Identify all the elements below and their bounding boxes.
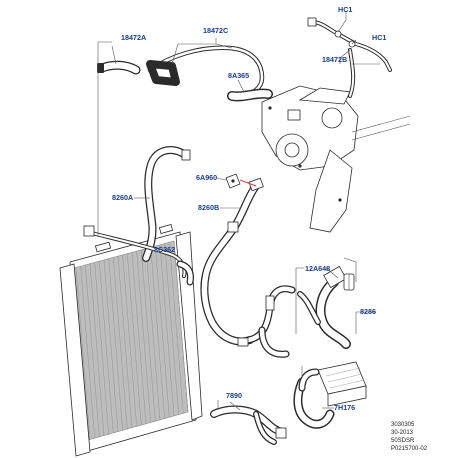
clip-6a960 [225,173,241,189]
hose-network-right [237,285,296,358]
canister-7h176 [317,361,367,407]
pipe-lower-left [83,225,194,286]
callout-12a648: 12A648 [305,264,330,273]
hose-7890 [210,405,287,445]
radiator-fin [169,242,184,414]
callout-18472b: 18472B [322,55,347,64]
radiator-fin [127,253,142,426]
callout-18472a: 18472A [121,33,146,42]
radiator-fin [122,255,137,427]
radiator-fin [155,246,170,418]
radiator-fin [108,258,123,431]
connector-12a648 [343,273,355,291]
hose-7h176 [293,368,335,429]
radiator-fin [164,243,179,415]
radiator-fin [94,262,109,435]
radiator-fin [85,265,100,438]
footer-reference: 3030305 30-2013 50SDSR P0215700-02 [391,422,428,452]
callout-hc1-top: HC1 [338,5,352,14]
callout-7890: 7890 [226,391,242,400]
hose-8286 [297,265,351,349]
radiator-fin [141,249,156,422]
radiator-fin [113,257,128,430]
radiator-fin [80,266,95,439]
hose-8260a [142,146,191,262]
callout-7h176: 7H176 [334,403,355,412]
engine-water-pump-illustration [261,85,411,233]
callout-6a960: 6A960 [196,173,217,182]
radiator-fin [150,247,165,419]
footer-line-4: P0215700-02 [391,446,428,452]
callout-8260b: 8260B [198,203,219,212]
footer-line-1: 3030305 [391,422,415,428]
footer-line-3: 50SDSR [391,438,415,444]
radiator-fin [99,261,114,434]
radiator-fin [159,244,175,417]
radiator-illustration [59,224,203,457]
radiator-fin [75,267,91,441]
radiator-fin [173,240,189,413]
callout-8a365: 8A365 [228,71,249,80]
hose-8a365 [227,88,273,102]
radiator-fin [145,248,161,421]
hose-8260b [200,177,264,346]
radiator-fin [136,251,151,423]
callout-18472c: 18472C [203,26,228,35]
callout-hc1-right: HC1 [372,33,386,42]
footer-line-2: 30-2013 [391,430,414,436]
callout-8c362: 8C362 [154,245,175,254]
radiator-fin [89,264,105,437]
hose-18472a [97,60,141,75]
pipe-18472b [307,17,392,98]
radiator-fin [117,256,133,429]
radiator-fin [131,252,147,425]
leader-lines [97,12,380,411]
callout-8286: 8286 [360,307,376,316]
radiator-fin [103,260,119,433]
callout-8260a: 8260A [112,193,133,202]
callout-labels: 18472A 18472C HC1 HC1 18472B 8A365 6A960… [112,5,386,412]
